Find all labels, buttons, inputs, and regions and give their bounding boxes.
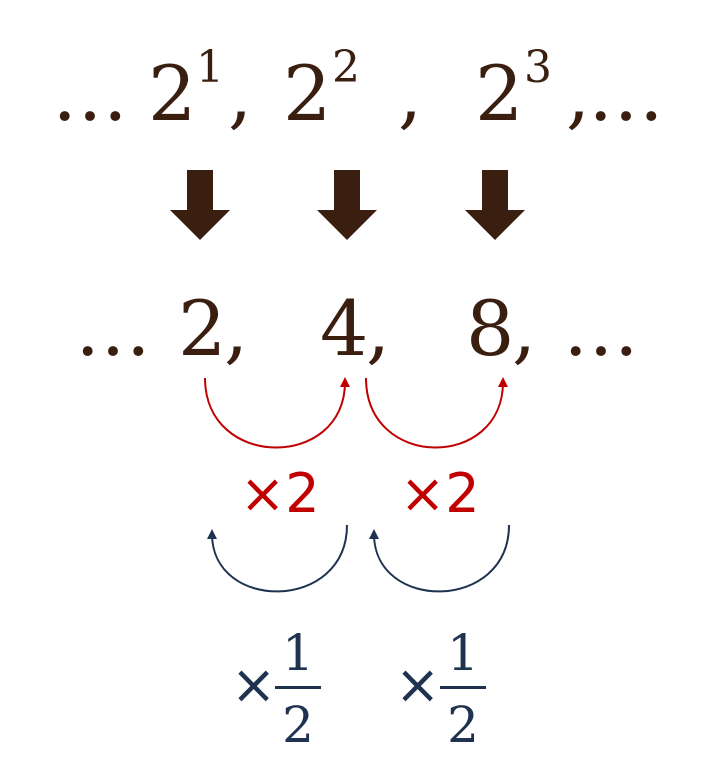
- down-arrows: [170, 170, 525, 240]
- fraction-bar-1: [275, 686, 321, 689]
- curved-arrow-divide-2: [369, 524, 510, 593]
- thick-down-arrow-icon: [465, 170, 525, 240]
- values-trailing-ellipsis: …: [563, 284, 639, 373]
- powers-separator-2: ,: [398, 49, 422, 138]
- multiply-label-1: ×2: [240, 462, 320, 525]
- value-2: 2: [178, 284, 226, 373]
- divide-sign-1: ×: [231, 653, 276, 716]
- divide-sign-2: ×: [395, 653, 440, 716]
- value-8: 8: [466, 284, 514, 373]
- fraction-bar-2: [440, 686, 486, 689]
- thick-down-arrow-icon: [170, 170, 230, 240]
- values-separator-2: ,: [366, 284, 390, 373]
- values-separator-3: ,: [512, 284, 536, 373]
- values-separator-1: ,: [224, 284, 248, 373]
- powers-leading-ellipsis: …: [52, 49, 128, 138]
- powers-separator-1: ,: [228, 49, 252, 138]
- curved-arrow-divide-1: [207, 524, 348, 593]
- powers-separator-3: ,: [566, 49, 590, 138]
- multiply-arrows: [204, 377, 508, 449]
- divide-denominator-1: 2: [282, 696, 314, 754]
- curved-arrow-multiply-1: [204, 377, 350, 449]
- power-base-3: 2: [475, 49, 523, 138]
- multiply-labels: ×2 ×2: [240, 462, 480, 525]
- power-base-1: 2: [148, 49, 196, 138]
- values-leading-ellipsis: …: [75, 284, 151, 373]
- divide-arrows: [207, 524, 510, 593]
- divide-labels: × 1 2 × 1 2: [231, 624, 486, 754]
- divide-denominator-2: 2: [447, 696, 479, 754]
- powers-row: … 2 1 , 2 2 , 2 3 , …: [52, 42, 664, 138]
- power-exponent-1: 1: [196, 42, 224, 93]
- curved-arrow-multiply-2: [365, 377, 508, 449]
- power-exponent-3: 3: [524, 42, 552, 93]
- powers-trailing-ellipsis: …: [588, 49, 664, 138]
- power-exponent-2: 2: [332, 42, 360, 93]
- value-4: 4: [320, 284, 368, 373]
- thick-down-arrow-icon: [317, 170, 377, 240]
- multiply-label-2: ×2: [400, 462, 480, 525]
- divide-numerator-2: 1: [447, 624, 479, 682]
- divide-numerator-1: 1: [282, 624, 314, 682]
- power-base-2: 2: [283, 49, 331, 138]
- values-row: … 2 , 4 , 8 , …: [75, 284, 639, 373]
